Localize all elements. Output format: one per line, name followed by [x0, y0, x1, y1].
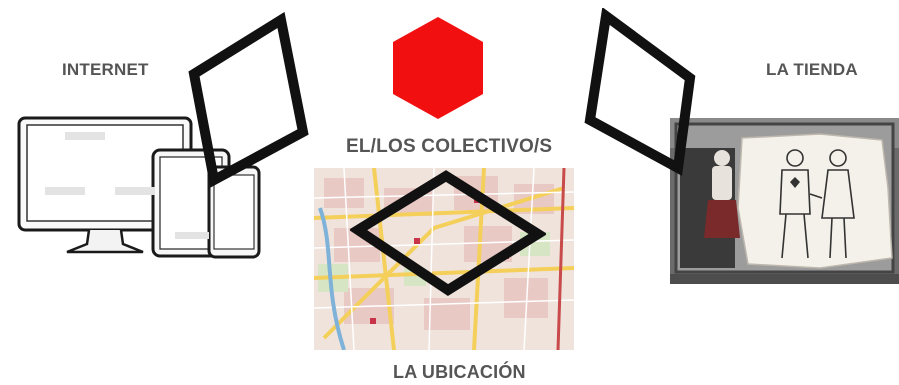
label-collective: EL/LOS COLECTIVO/S	[346, 136, 553, 157]
label-store: LA TIENDA	[766, 60, 858, 79]
rhombus-frame-store-icon	[584, 8, 696, 176]
label-internet: INTERNET	[62, 60, 149, 79]
red-hexagon-icon	[393, 17, 483, 119]
rhombus-frame-internet-icon	[188, 12, 309, 188]
rhombus-frame-map-icon	[350, 170, 546, 296]
label-location: LA UBICACIÓN	[393, 362, 526, 382]
shop-window-photo-image	[670, 118, 899, 284]
